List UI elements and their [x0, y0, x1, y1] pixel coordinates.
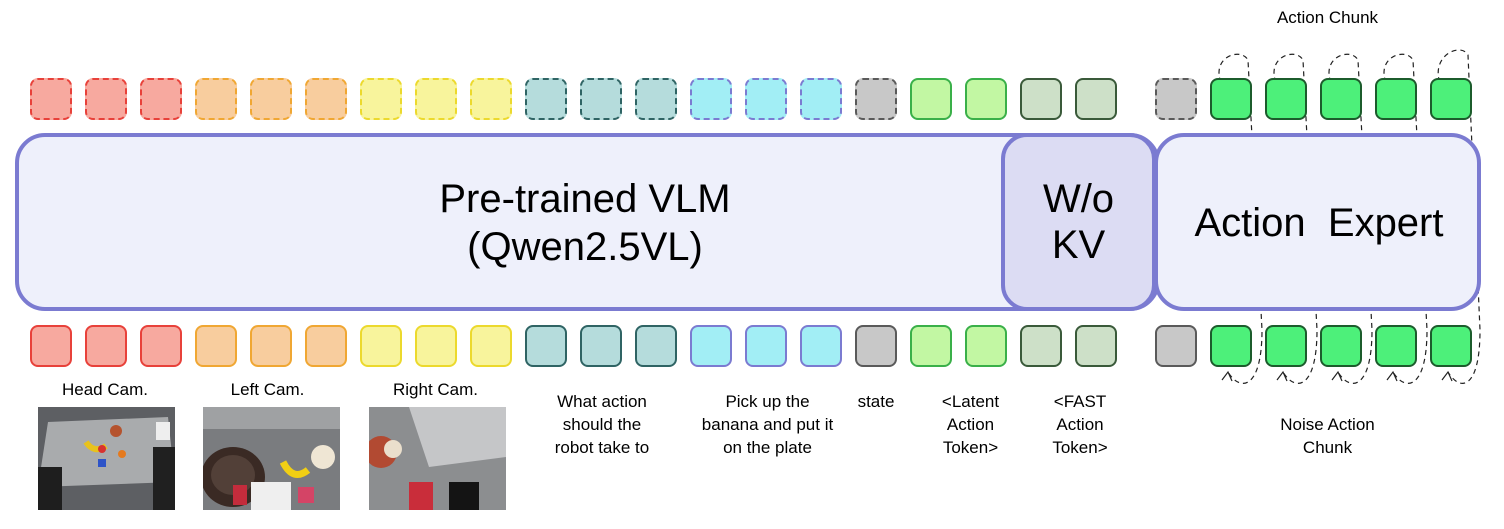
head-cam-tokens-top-3	[140, 78, 182, 120]
fast-tokens-bottom-1	[1020, 325, 1062, 367]
right-cam-tokens-top-3	[470, 78, 512, 120]
state-token-bottom-1	[855, 325, 897, 367]
wo-kv-block	[1001, 133, 1156, 311]
action-tokens-bottom-3	[1320, 325, 1362, 367]
action-tokens-bottom-1	[1210, 325, 1252, 367]
head-cam-label: Head Cam.	[62, 380, 148, 399]
latent-tokens-bottom-1	[910, 325, 952, 367]
instruction-tokens-bottom-3	[800, 325, 842, 367]
latent-tokens-top-1	[910, 78, 952, 120]
state-token-top-1	[855, 78, 897, 120]
head-cam-tokens-bottom-3	[140, 325, 182, 367]
right-cam-image	[369, 407, 506, 510]
question-tokens-bottom-2	[580, 325, 622, 367]
arc-2	[1273, 53, 1318, 384]
action-tokens-top-3	[1320, 78, 1362, 120]
question-tokens-bottom-1	[525, 325, 567, 367]
action-tokens-bottom-4	[1375, 325, 1417, 367]
latent-tokens-top-2	[965, 78, 1007, 120]
expert-state-token-top-1	[1155, 78, 1197, 120]
action-expert-label: Action Expert	[1194, 201, 1444, 245]
action-tokens-top-1	[1210, 78, 1252, 120]
left-cam-image	[203, 407, 340, 510]
instruction-label: Pick up the banana and put it on the pla…	[701, 392, 834, 457]
vlm-title: Pre-trained VLM	[439, 177, 731, 221]
noise-chunk-label: Noise Action Chunk	[1280, 415, 1375, 457]
right-cam-tokens-bottom-3	[470, 325, 512, 367]
action-expert-block	[1154, 133, 1481, 311]
right-cam-tokens-bottom-2	[415, 325, 457, 367]
right-cam-tokens-top-2	[415, 78, 457, 120]
question-tokens-top-1	[525, 78, 567, 120]
latent-token-label: <Latent Action Token>	[941, 392, 1000, 457]
action-chunk-label: Action Chunk	[1276, 8, 1379, 27]
vlm-block	[15, 133, 1160, 311]
action-tokens-bottom-2	[1265, 325, 1307, 367]
right-cam-label: Right Cam.	[392, 380, 479, 399]
action-tokens-top-4	[1375, 78, 1417, 120]
action-tokens-top-5	[1430, 78, 1472, 120]
left-cam-tokens-bottom-2	[250, 325, 292, 367]
right-cam-tokens-bottom-1	[360, 325, 402, 367]
arc-4	[1383, 53, 1428, 384]
head-cam-tokens-bottom-2	[85, 325, 127, 367]
vlm-subtitle: (Qwen2.5VL)	[467, 225, 703, 269]
instruction-tokens-top-1	[690, 78, 732, 120]
head-cam-image	[38, 407, 175, 510]
latent-tokens-bottom-2	[965, 325, 1007, 367]
left-cam-tokens-top-3	[305, 78, 347, 120]
fast-tokens-top-1	[1020, 78, 1062, 120]
head-cam-tokens-top-1	[30, 78, 72, 120]
question-tokens-top-2	[580, 78, 622, 120]
left-cam-tokens-top-1	[195, 78, 237, 120]
question-label: What action should the robot take to	[554, 392, 650, 457]
action-tokens-top-2	[1265, 78, 1307, 120]
arc-1	[1218, 53, 1263, 384]
wo-kv-label: W/o KV	[1042, 177, 1115, 267]
state-label: state	[857, 392, 895, 411]
arc-3	[1328, 53, 1373, 384]
expert-state-token-bottom-1	[1155, 325, 1197, 367]
instruction-tokens-bottom-2	[745, 325, 787, 367]
right-cam-tokens-top-1	[360, 78, 402, 120]
instruction-tokens-top-3	[800, 78, 842, 120]
fast-tokens-bottom-2	[1075, 325, 1117, 367]
fast-token-label: <FAST Action Token>	[1052, 392, 1108, 457]
fast-tokens-top-2	[1075, 78, 1117, 120]
instruction-tokens-top-2	[745, 78, 787, 120]
left-cam-tokens-top-2	[250, 78, 292, 120]
left-cam-tokens-bottom-1	[195, 325, 237, 367]
action-tokens-bottom-5	[1430, 325, 1472, 367]
head-cam-tokens-bottom-1	[30, 325, 72, 367]
question-tokens-top-3	[635, 78, 677, 120]
left-cam-label: Left Cam.	[230, 380, 305, 399]
head-cam-tokens-top-2	[85, 78, 127, 120]
question-tokens-bottom-3	[635, 325, 677, 367]
left-cam-tokens-bottom-3	[305, 325, 347, 367]
instruction-tokens-bottom-1	[690, 325, 732, 367]
